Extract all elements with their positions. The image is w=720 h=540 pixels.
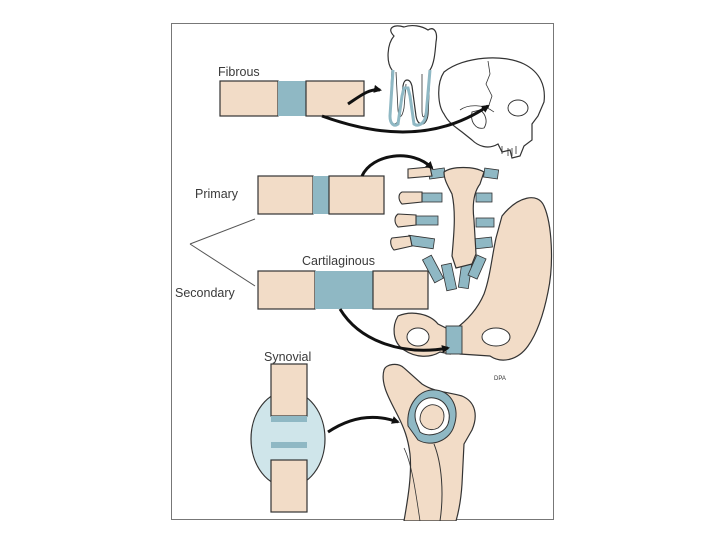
primary-bone-left: [257, 175, 314, 215]
primary-schematic: [257, 175, 385, 215]
artist-mark: DPA: [494, 376, 506, 382]
label-cartilaginous: Cartilaginous: [302, 254, 375, 268]
skull-icon: [438, 57, 545, 159]
label-secondary: Secondary: [175, 286, 235, 300]
arrow-primary-ribs: [360, 154, 434, 177]
secondary-schematic: [257, 270, 429, 310]
arrows: [321, 84, 490, 434]
fibrous-tissue: [278, 81, 306, 116]
synovial-cartilage-bottom: [271, 442, 307, 448]
secondary-disc: [315, 271, 373, 309]
bracket-lines: [189, 218, 256, 287]
fibrous-bone-left: [219, 80, 279, 117]
arrow-fibrous-skull: [321, 104, 490, 134]
synovial-schematic: [250, 363, 326, 513]
synovial-cartilage-top: [271, 416, 307, 422]
secondary-bone-left: [257, 270, 316, 310]
label-synovial: Synovial: [264, 350, 312, 364]
joint-diagram-svg: DPA: [189, 24, 553, 521]
label-primary: Primary: [195, 187, 239, 201]
label-fibrous: Fibrous: [218, 65, 260, 79]
hip-joint-icon: [382, 363, 476, 521]
sternum-ribs-icon: [390, 166, 500, 292]
primary-bone-right: [328, 175, 385, 215]
pelvis-icon: DPA: [393, 197, 553, 382]
primary-cartilage: [313, 176, 329, 214]
pubic-symphysis: [445, 325, 463, 355]
secondary-bone-right: [372, 270, 429, 310]
synovial-bone-bottom: [270, 459, 308, 513]
arrow-secondary-pelvis: [338, 308, 450, 354]
tooth-icon: [387, 24, 438, 127]
fibrous-schematic: [219, 80, 365, 117]
joint-types-figure: DPA Fibrous Primary Cartilaginous Second…: [171, 23, 554, 521]
synovial-bone-top: [270, 363, 308, 417]
arrow-synovial-hip: [327, 415, 400, 434]
arrow-fibrous-tooth: [347, 84, 382, 106]
